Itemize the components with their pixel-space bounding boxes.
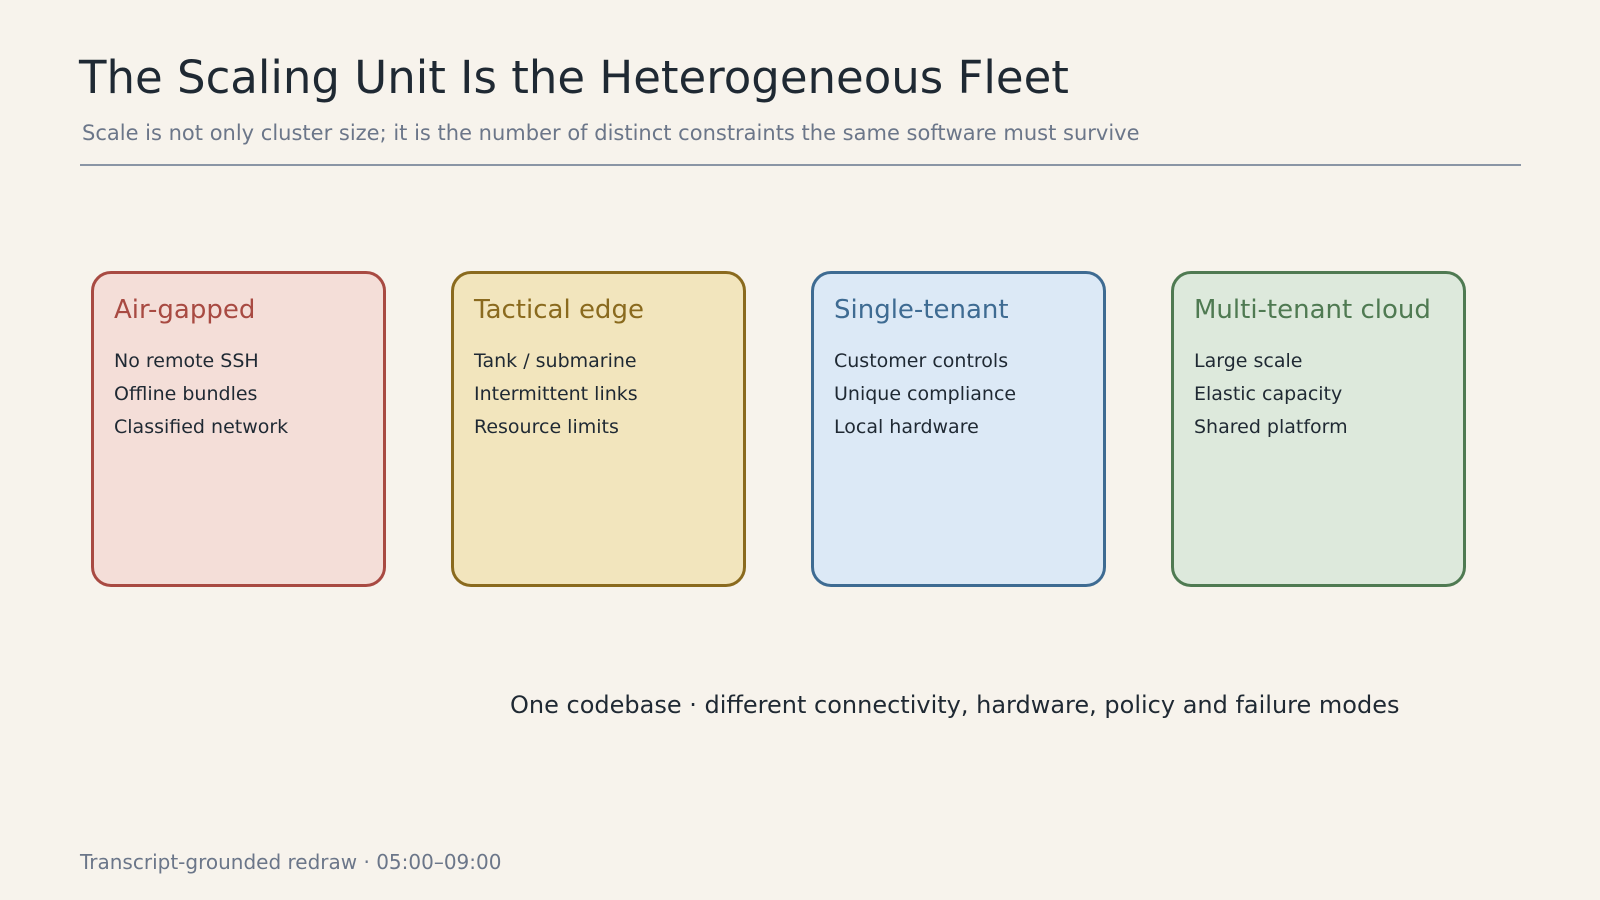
card-item-list: Large scale Elastic capacity Shared plat… (1194, 345, 1348, 444)
footer-note: Transcript-grounded redraw · 05:00–09:00 (80, 850, 502, 874)
caption: One codebase · different connectivity, h… (510, 691, 1400, 719)
page-subtitle: Scale is not only cluster size; it is th… (82, 121, 1140, 145)
card-item: Elastic capacity (1194, 383, 1343, 405)
card-single-tenant: Single-tenant Customer controls Unique c… (811, 271, 1106, 587)
card-multi-tenant-cloud: Multi-tenant cloud Large scale Elastic c… (1171, 271, 1466, 587)
card-item: Resource limits (474, 416, 619, 438)
card-title: Single-tenant (834, 295, 1009, 325)
card-item: Shared platform (1194, 416, 1348, 438)
card-item: Tank / submarine (474, 350, 637, 372)
page-title: The Scaling Unit Is the Heterogeneous Fl… (79, 51, 1069, 104)
card-item: No remote SSH (114, 350, 259, 372)
card-item: Large scale (1194, 350, 1303, 372)
card-item-list: Tank / submarine Intermittent links Reso… (474, 345, 638, 444)
card-tactical-edge: Tactical edge Tank / submarine Intermitt… (451, 271, 746, 587)
card-title: Multi-tenant cloud (1194, 295, 1431, 325)
card-item: Intermittent links (474, 383, 638, 405)
card-item: Customer controls (834, 350, 1009, 372)
card-air-gapped: Air-gapped No remote SSH Offline bundles… (91, 271, 386, 587)
card-title: Air-gapped (114, 295, 256, 325)
header-divider (80, 164, 1521, 166)
card-title: Tactical edge (474, 295, 644, 325)
card-item: Local hardware (834, 416, 979, 438)
card-item-list: Customer controls Unique compliance Loca… (834, 345, 1016, 444)
card-item: Unique compliance (834, 383, 1017, 405)
card-item-list: No remote SSH Offline bundles Classified… (114, 345, 288, 444)
card-item: Offline bundles (114, 383, 258, 405)
card-item: Classified network (114, 416, 289, 438)
